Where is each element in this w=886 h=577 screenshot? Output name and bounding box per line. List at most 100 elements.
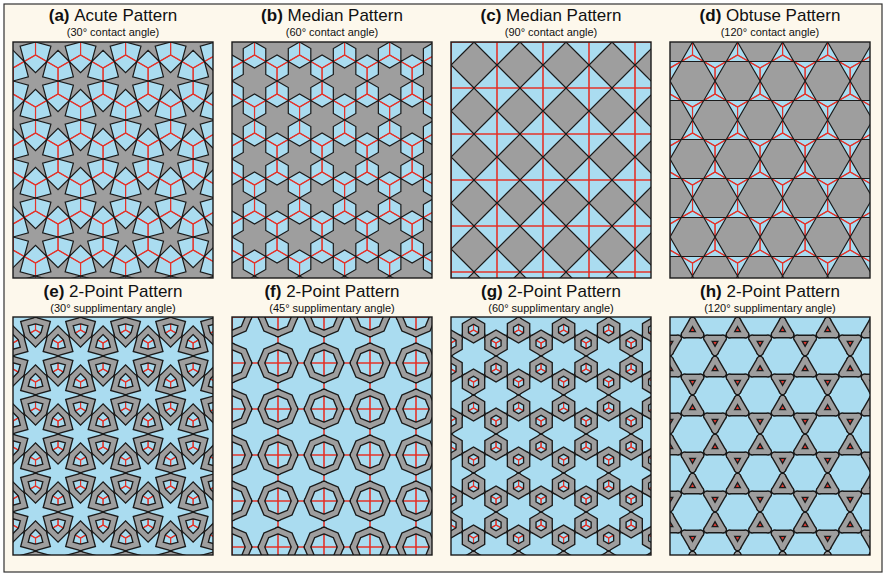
band-outline (13, 530, 21, 538)
band-outline (631, 338, 639, 352)
subheading-line: (30° contact angle) (13, 26, 213, 39)
star-motif (543, 180, 589, 226)
interlace-band (693, 377, 701, 391)
interlace-band (92, 416, 103, 430)
band-outline (171, 455, 182, 469)
star-motif (589, 226, 635, 272)
star-motif (58, 218, 103, 257)
interlace-band (488, 516, 496, 530)
tiling-edge (232, 317, 278, 363)
pattern-border (670, 317, 870, 555)
band-outline (416, 547, 432, 555)
band-outline (370, 392, 387, 409)
band-outline (646, 455, 651, 469)
star-motif (148, 140, 193, 179)
band-outline (451, 338, 459, 352)
star-motif (760, 62, 805, 101)
band-outline (399, 438, 416, 455)
band-outline (324, 530, 341, 547)
interlace-band (81, 321, 92, 335)
band-outline (533, 516, 541, 530)
star-motif (451, 226, 497, 272)
interlace-band (81, 377, 92, 391)
band-outline (646, 533, 651, 547)
band-outline (95, 330, 111, 338)
interlace-band (578, 338, 586, 352)
band-outline (488, 416, 496, 430)
interlace-band (103, 494, 114, 508)
interlace-band (399, 484, 416, 501)
interlace-band (103, 338, 114, 352)
band-outline (353, 438, 370, 455)
interlace-band (555, 533, 563, 547)
interlace-band (828, 455, 836, 469)
band-outline (541, 338, 549, 352)
star-motif (783, 257, 828, 279)
interlace-band (163, 413, 179, 421)
interlace-band (69, 455, 80, 469)
star-motif (345, 101, 390, 140)
tiling-edge (635, 272, 651, 278)
interlace-band (533, 494, 541, 508)
tiling-edge (370, 455, 416, 501)
band-outline (399, 392, 416, 409)
tiling-edge (760, 133, 805, 185)
band-outline (27, 335, 43, 343)
interlace-band (693, 455, 701, 469)
interlace-band (738, 377, 746, 391)
interlace-band (370, 501, 387, 518)
star-motif (412, 218, 432, 257)
interlace-band (533, 516, 541, 530)
band-outline (126, 377, 137, 391)
interlace-band (353, 409, 370, 426)
interlace-band (586, 416, 594, 430)
star-motif (255, 42, 300, 62)
interlace-band (865, 332, 870, 337)
tiling-edge (589, 42, 635, 88)
interlace-band (783, 455, 791, 469)
interlace-band (27, 447, 43, 455)
tiling-edge (324, 363, 370, 409)
tiling-edge (367, 133, 412, 185)
band-outline (578, 438, 586, 452)
interlace-band (232, 317, 249, 334)
interlace-band (24, 321, 35, 335)
star-motif (148, 62, 193, 101)
interlace-band (36, 399, 47, 413)
tiling-edge (232, 409, 278, 455)
star-motif (36, 101, 81, 140)
interlace-band (465, 321, 473, 335)
interlace-band (533, 360, 541, 374)
interlace-band (416, 438, 432, 455)
star-motif (81, 101, 126, 140)
band-outline (353, 530, 370, 547)
interlace-band (171, 377, 182, 391)
star-motif (390, 101, 432, 140)
interlace-band (623, 334, 639, 339)
tiling-edge (783, 525, 828, 555)
band-outline (533, 452, 549, 457)
band-outline (578, 530, 594, 535)
pattern-box (405, 0, 773, 410)
band-outline (185, 530, 201, 538)
band-outline (117, 413, 133, 421)
interlace-band (533, 416, 541, 430)
interlace-band (95, 330, 111, 338)
star-motif (589, 180, 635, 226)
interlace-band (95, 408, 111, 416)
star-motif (232, 140, 277, 179)
interlace-band (416, 409, 432, 426)
band-outline (488, 530, 504, 535)
band-outline (370, 317, 387, 334)
interlace-band (805, 338, 813, 352)
panel-subtitle: (60° supplimentary angle) (488, 302, 613, 314)
band-outline (324, 438, 341, 455)
interlace-band (533, 438, 541, 452)
tiling-edge (13, 172, 36, 224)
tiling-edge (232, 133, 277, 185)
star-motif (255, 179, 300, 218)
interlace-band (646, 491, 651, 496)
star-motif (412, 140, 432, 179)
star-motif (635, 134, 651, 180)
band-outline (578, 374, 594, 379)
